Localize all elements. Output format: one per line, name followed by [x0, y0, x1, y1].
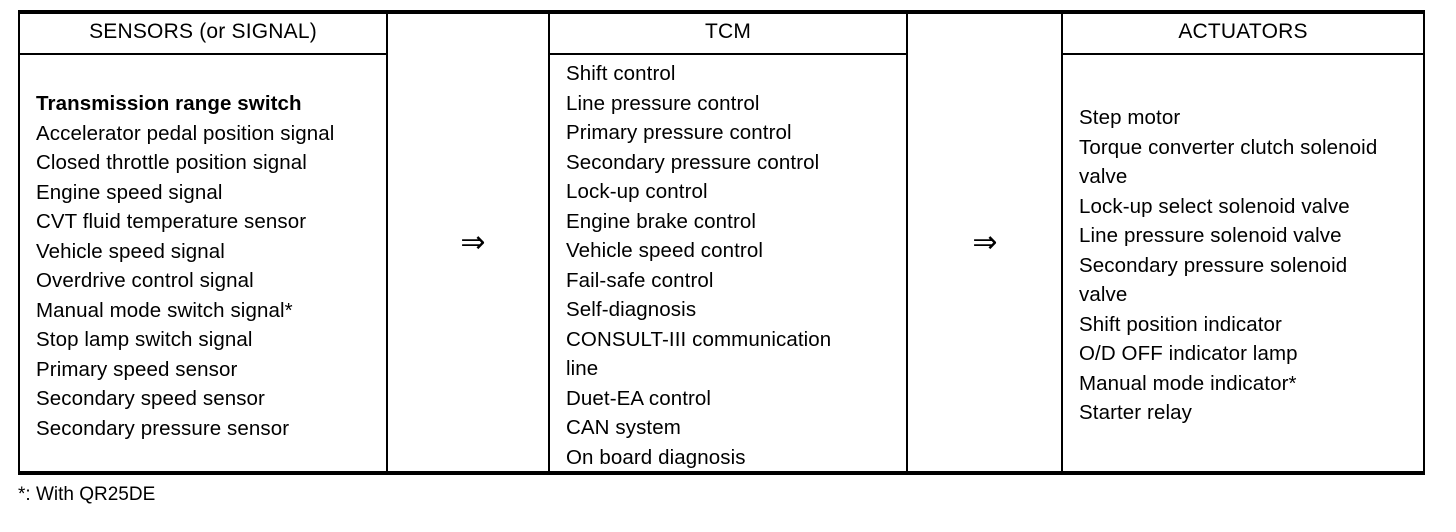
list-item: Step motor [1079, 106, 1181, 129]
sensors-column-box: SENSORS (or SIGNAL) Transmission range s… [18, 10, 388, 475]
list-item: Closed throttle position signal [36, 151, 307, 174]
bottom-horizontal-rule [18, 471, 1425, 475]
list-item: Fail-safe control [566, 268, 714, 292]
tcm-column-box: TCM Shift control Line pressure control … [548, 10, 908, 475]
footnote-text: *: With QR25DE [18, 484, 156, 505]
list-item: Duet-EA control [566, 386, 712, 410]
list-item: Overdrive control signal [36, 269, 254, 292]
sensors-item-list: Transmission range switch Accelerator pe… [36, 89, 380, 443]
list-item: Shift position indicator [1079, 312, 1282, 336]
actuators-column-body: Step motor Torque converter clutch solen… [1063, 53, 1423, 475]
list-item: Line pressure solenoid valve [1079, 224, 1342, 247]
sensors-column-header: SENSORS (or SIGNAL) [20, 10, 386, 55]
top-horizontal-rule [18, 10, 1425, 14]
list-item: Lock-up select solenoid valve [1079, 194, 1350, 218]
list-item: CVT fluid temperature sensor [36, 210, 307, 233]
list-item: Lock-up control [566, 180, 708, 203]
actuators-column-box: ACTUATORS Step motor Torque converter cl… [1061, 10, 1425, 475]
list-item: Primary speed sensor [36, 357, 238, 381]
list-item: Line pressure control [566, 91, 760, 115]
list-item: Shift control [566, 62, 676, 85]
list-item: Engine speed signal [36, 180, 223, 204]
list-item: CONSULT-III communication line [566, 327, 832, 381]
tcm-header-label: TCM [704, 19, 752, 43]
list-item: Engine brake control [566, 209, 757, 233]
list-item: On board diagnosis [566, 445, 746, 469]
tcm-item-list: Shift control Line pressure control Prim… [566, 59, 900, 472]
list-item: Secondary pressure solenoid valve [1079, 253, 1348, 307]
actuators-header-label: ACTUATORS [1178, 19, 1308, 43]
list-item: Secondary speed sensor [36, 387, 265, 410]
list-item: Transmission range switch [36, 92, 302, 115]
double-arrow-right-icon: ⇒ [972, 225, 998, 260]
list-item: Vehicle speed control [566, 239, 763, 262]
list-item: Secondary pressure control [566, 150, 820, 174]
double-arrow-right-icon: ⇒ [460, 225, 486, 260]
list-item: Manual mode switch signal* [36, 298, 293, 322]
list-item: O/D OFF indicator lamp [1079, 342, 1298, 365]
list-item: Self-diagnosis [566, 298, 697, 321]
actuators-column-header: ACTUATORS [1063, 10, 1423, 55]
list-item: Starter relay [1079, 401, 1192, 424]
list-item: CAN system [566, 416, 681, 439]
list-item: Primary pressure control [566, 121, 792, 144]
sensors-header-label: SENSORS (or SIGNAL) [89, 19, 317, 43]
list-item: Vehicle speed signal [36, 239, 225, 263]
list-item: Torque converter clutch solenoid valve [1079, 135, 1378, 189]
list-item: Manual mode indicator* [1079, 371, 1297, 395]
tcm-column-body: Shift control Line pressure control Prim… [550, 53, 906, 475]
sensors-column-body: Transmission range switch Accelerator pe… [20, 53, 386, 475]
list-item: Stop lamp switch signal [36, 328, 253, 351]
list-item: Secondary pressure sensor [36, 416, 290, 440]
actuators-item-list: Step motor Torque converter clutch solen… [1079, 103, 1417, 428]
tcm-column-header: TCM [550, 10, 906, 55]
list-item: Accelerator pedal position signal [36, 121, 335, 145]
